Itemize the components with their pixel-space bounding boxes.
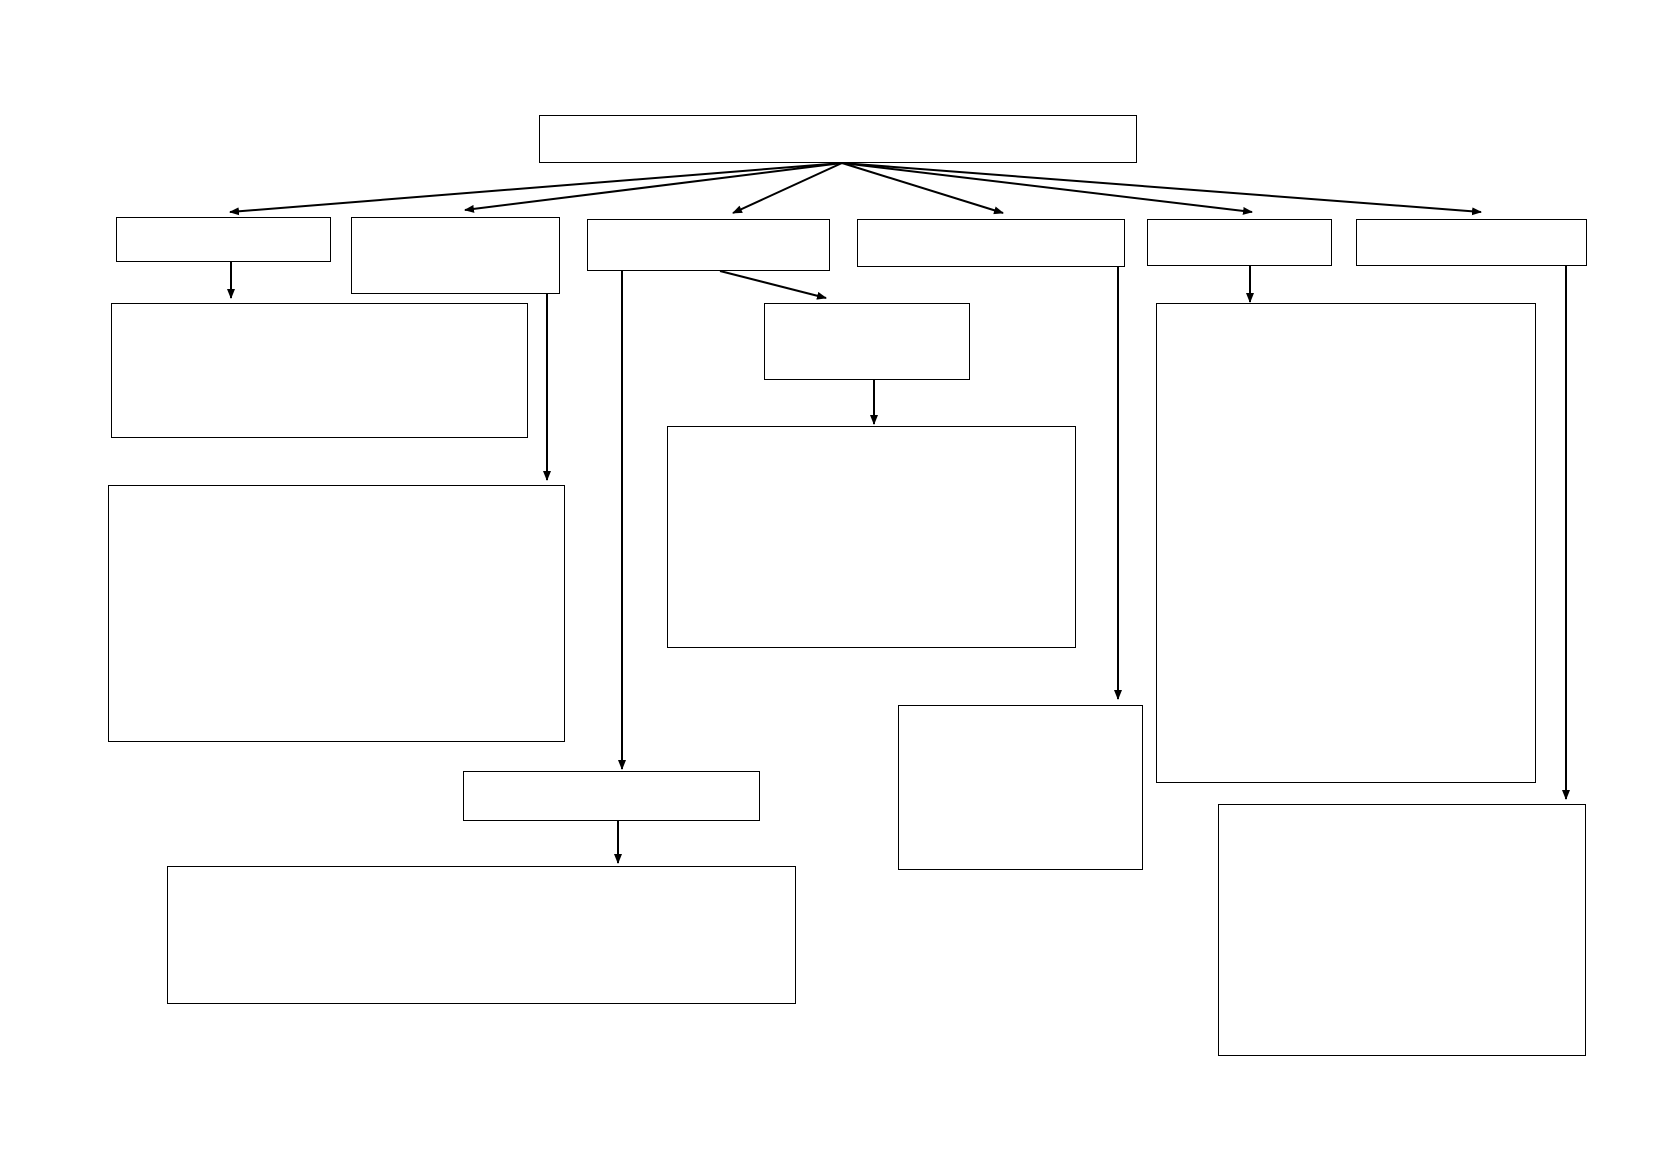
node-branch-3-lower xyxy=(463,771,760,821)
node-box-branch-2-detail xyxy=(108,485,565,742)
node-box-branch-5-detail xyxy=(1156,303,1536,783)
node-branch-3 xyxy=(587,219,830,271)
node-box-branch-3-sub xyxy=(764,303,970,380)
node-box-branch-5 xyxy=(1147,219,1332,266)
node-root xyxy=(539,115,1137,163)
node-branch-4 xyxy=(857,219,1125,267)
node-branch-6-detail xyxy=(1218,804,1586,1056)
node-box-branch-1-detail xyxy=(111,303,528,438)
arrow-root-to-branch-2 xyxy=(464,162,843,213)
node-branch-6 xyxy=(1356,219,1587,266)
arrow-root-to-branch-6 xyxy=(841,162,1482,216)
node-branch-1-detail xyxy=(111,303,528,438)
node-box-branch-4 xyxy=(857,219,1125,267)
node-branch-3-lower-detail xyxy=(167,866,796,1004)
arrow-root-to-branch-4 xyxy=(841,162,1004,215)
node-box-branch-6 xyxy=(1356,219,1587,266)
node-branch-3-sub-detail xyxy=(667,426,1076,648)
node-box-branch-6-detail xyxy=(1218,804,1586,1056)
node-branch-2 xyxy=(351,217,560,294)
node-branch-1 xyxy=(116,217,331,262)
arrow-root-to-branch-5 xyxy=(841,162,1253,215)
node-branch-5 xyxy=(1147,219,1332,266)
node-box-branch-3-lower xyxy=(463,771,760,821)
node-box-branch-3-lower-detail xyxy=(167,866,796,1004)
connectors-layer xyxy=(227,162,1570,864)
arrow-root-to-branch-1 xyxy=(229,162,843,216)
node-box-branch-3-sub-detail xyxy=(667,426,1076,648)
node-branch-3-sub xyxy=(764,303,970,380)
node-box-branch-1 xyxy=(116,217,331,262)
arrow-branch-3-to-branch-3-sub xyxy=(719,270,827,300)
node-box-branch-2 xyxy=(351,217,560,294)
nodes-layer xyxy=(108,115,1587,1056)
node-box-branch-4-detail xyxy=(898,705,1143,870)
node-branch-4-detail xyxy=(898,705,1143,870)
node-branch-2-detail xyxy=(108,485,565,742)
node-box-branch-3 xyxy=(587,219,830,271)
node-branch-5-detail xyxy=(1156,303,1536,783)
node-box-root xyxy=(539,115,1137,163)
arrow-root-to-branch-3 xyxy=(732,162,843,214)
